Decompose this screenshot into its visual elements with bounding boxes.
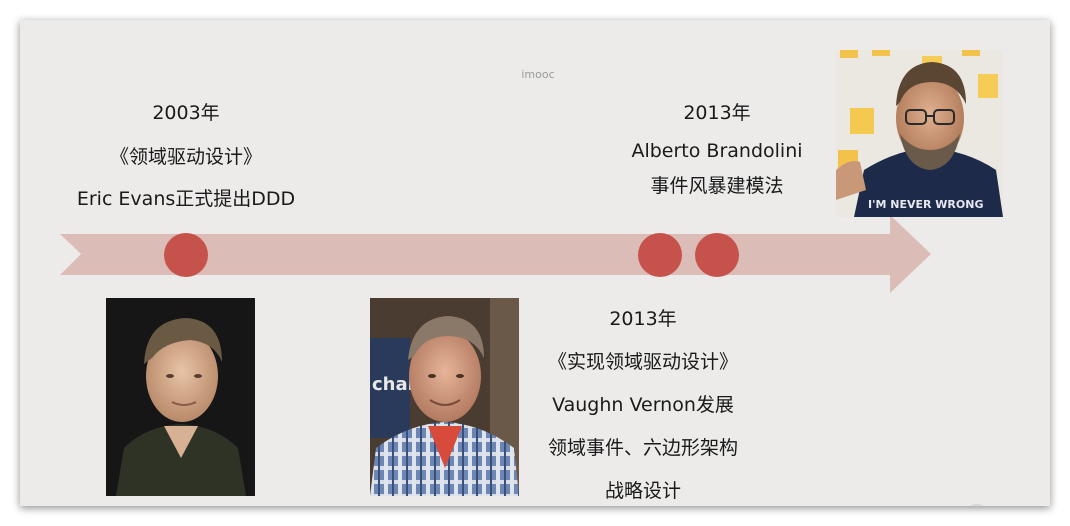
timeline-arrow: [60, 215, 931, 293]
svg-text:I'M NEVER WRONG: I'M NEVER WRONG: [868, 198, 983, 211]
timeline-marker-2013-b: [695, 233, 739, 277]
event-brandolini-name: Alberto Brandolini: [631, 140, 803, 162]
watermark-text: imooc: [521, 68, 555, 81]
event-2003-desc: Eric Evans正式提出DDD: [76, 188, 296, 210]
photo-alberto-brandolini: I'M NEVER WRONG: [836, 50, 1003, 217]
event-brandolini-desc: 事件风暴建模法: [650, 175, 784, 197]
slide: imooc 2003年 《领域驱动设计》 Eric Evans正式提出DDD 2…: [20, 20, 1050, 506]
event-vernon-book: 《实现领域驱动设计》: [547, 351, 738, 373]
event-vernon-year: 2013年: [609, 308, 677, 330]
photo-vaughn-vernon: chan: [370, 298, 519, 496]
photo-eric-evans: [106, 298, 255, 496]
event-2003-year: 2003年: [152, 102, 220, 124]
timeline-marker-2003: [164, 233, 208, 277]
svg-text:chan: chan: [372, 374, 420, 395]
vaughn-vernon-portrait: chan: [370, 298, 519, 496]
eric-evans-portrait: [106, 298, 255, 496]
event-2003-book: 《领域驱动设计》: [109, 146, 262, 168]
alberto-brandolini-portrait: I'M NEVER WRONG: [836, 50, 1003, 217]
event-vernon-strategy: 战略设计: [604, 480, 681, 502]
timeline-marker-2013-a: [638, 233, 682, 277]
event-vernon-topics: 领域事件、六边形架构: [547, 437, 738, 459]
page-indicator: [968, 504, 986, 506]
event-vernon-desc: Vaughn Vernon发展: [552, 394, 734, 416]
event-brandolini-year: 2013年: [683, 102, 751, 124]
